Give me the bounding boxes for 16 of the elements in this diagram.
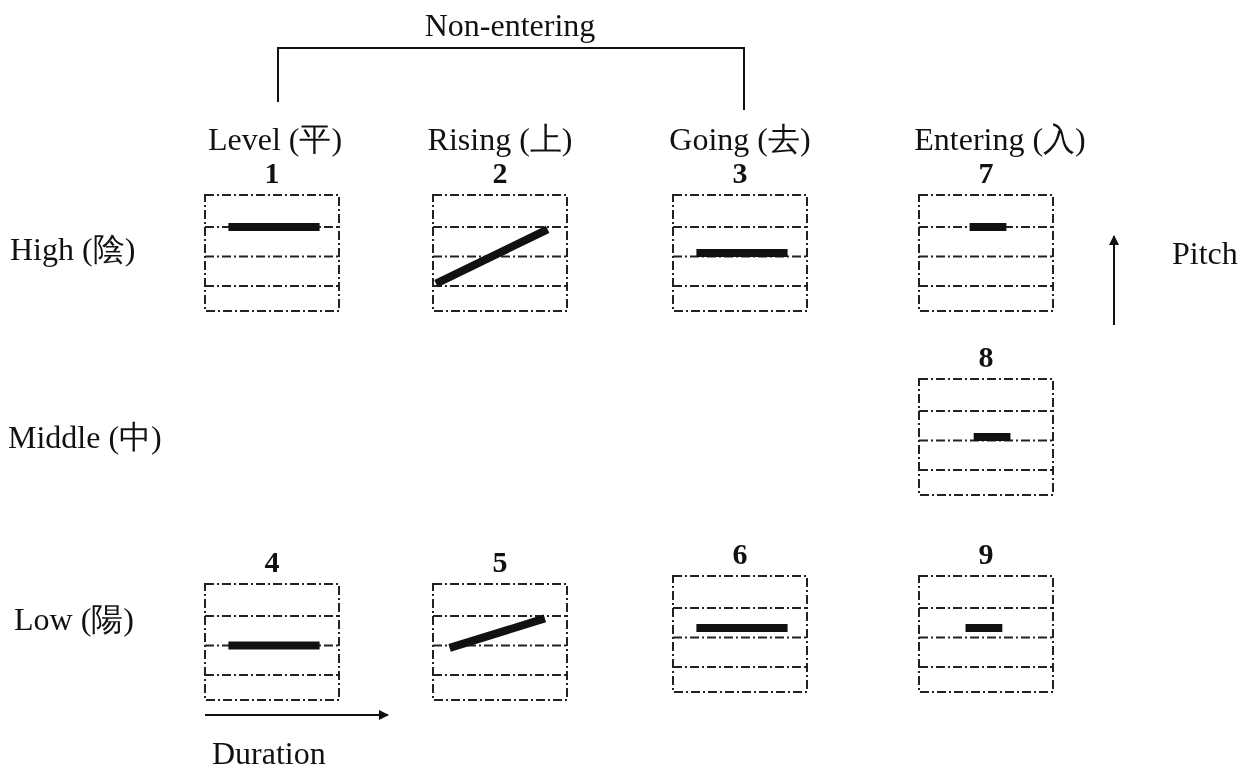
axis-label: Pitch <box>1172 236 1238 272</box>
group-heading: Non-entering <box>424 8 596 44</box>
tone-number: 5 <box>491 545 509 579</box>
axis-label: Duration <box>212 736 326 772</box>
tone-number: 1 <box>263 156 281 190</box>
column-heading: Level (平) <box>207 122 343 158</box>
tone-number: 6 <box>731 537 749 571</box>
tone-number: 3 <box>732 156 748 190</box>
row-heading: High (陰) <box>10 232 136 268</box>
tone-number: 8 <box>977 340 995 374</box>
tone-number: 2 <box>492 156 508 190</box>
row-heading: Middle (中) <box>8 420 162 456</box>
tone-number: 4 <box>263 545 281 579</box>
row-heading: Low (陽) <box>14 602 134 638</box>
tone-number: 7 <box>978 156 994 190</box>
tone-number: 9 <box>977 537 995 571</box>
